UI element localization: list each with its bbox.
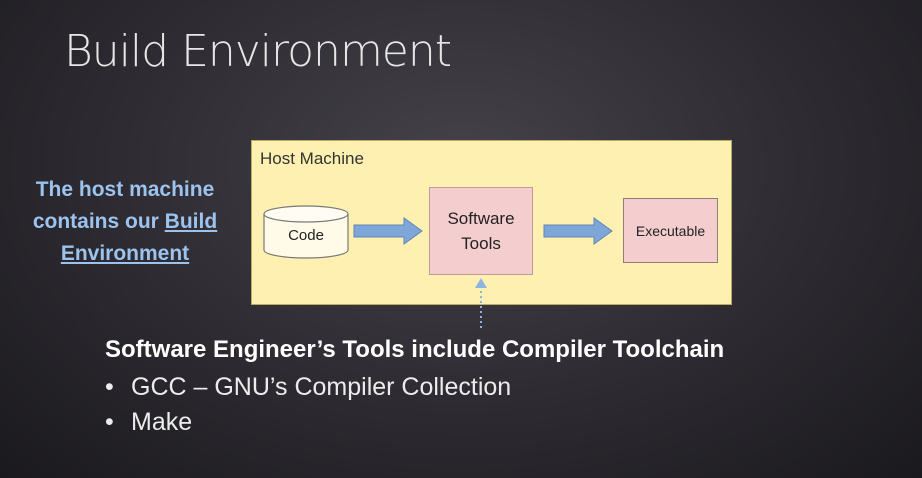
arrow-code-to-tools-icon (353, 217, 423, 245)
code-label: Code (288, 227, 324, 244)
side-note: The host machine contains our Build Envi… (12, 174, 238, 270)
toolchain-heading: Software Engineer’s Tools include Compil… (105, 336, 725, 363)
side-note-line-1: The host machine (35, 178, 215, 201)
list-item: • GCC – GNU’s Compiler Collection (105, 370, 511, 405)
side-note-line-3: Environment (12, 238, 238, 270)
dotted-arrow-icon (475, 278, 487, 328)
side-note-line-2: contains our Build (12, 206, 238, 238)
tool-list: • GCC – GNU’s Compiler Collection • Make (105, 370, 511, 440)
host-machine-box: Host Machine Code Software Tools Executa… (251, 140, 732, 305)
host-machine-label: Host Machine (260, 149, 364, 168)
bullet-icon: • (105, 408, 114, 436)
build-link[interactable]: Build (164, 210, 218, 233)
bullet-icon: • (105, 373, 114, 401)
executable-box: Executable (623, 198, 718, 263)
code-database-icon (263, 205, 349, 259)
executable-label: Executable (635, 222, 706, 239)
list-item-text: GCC – GNU’s Compiler Collection (131, 373, 512, 401)
slide-title: Build Environment (64, 26, 452, 77)
software-tools-label: Software Tools (447, 209, 515, 253)
list-item: • Make (105, 405, 511, 440)
software-tools-box: Software Tools (429, 187, 533, 275)
environment-link[interactable]: Environment (60, 242, 190, 265)
list-item-text: Make (131, 408, 193, 436)
arrow-tools-to-executable-icon (543, 217, 613, 245)
side-note-line-2-prefix: contains our (32, 210, 165, 233)
